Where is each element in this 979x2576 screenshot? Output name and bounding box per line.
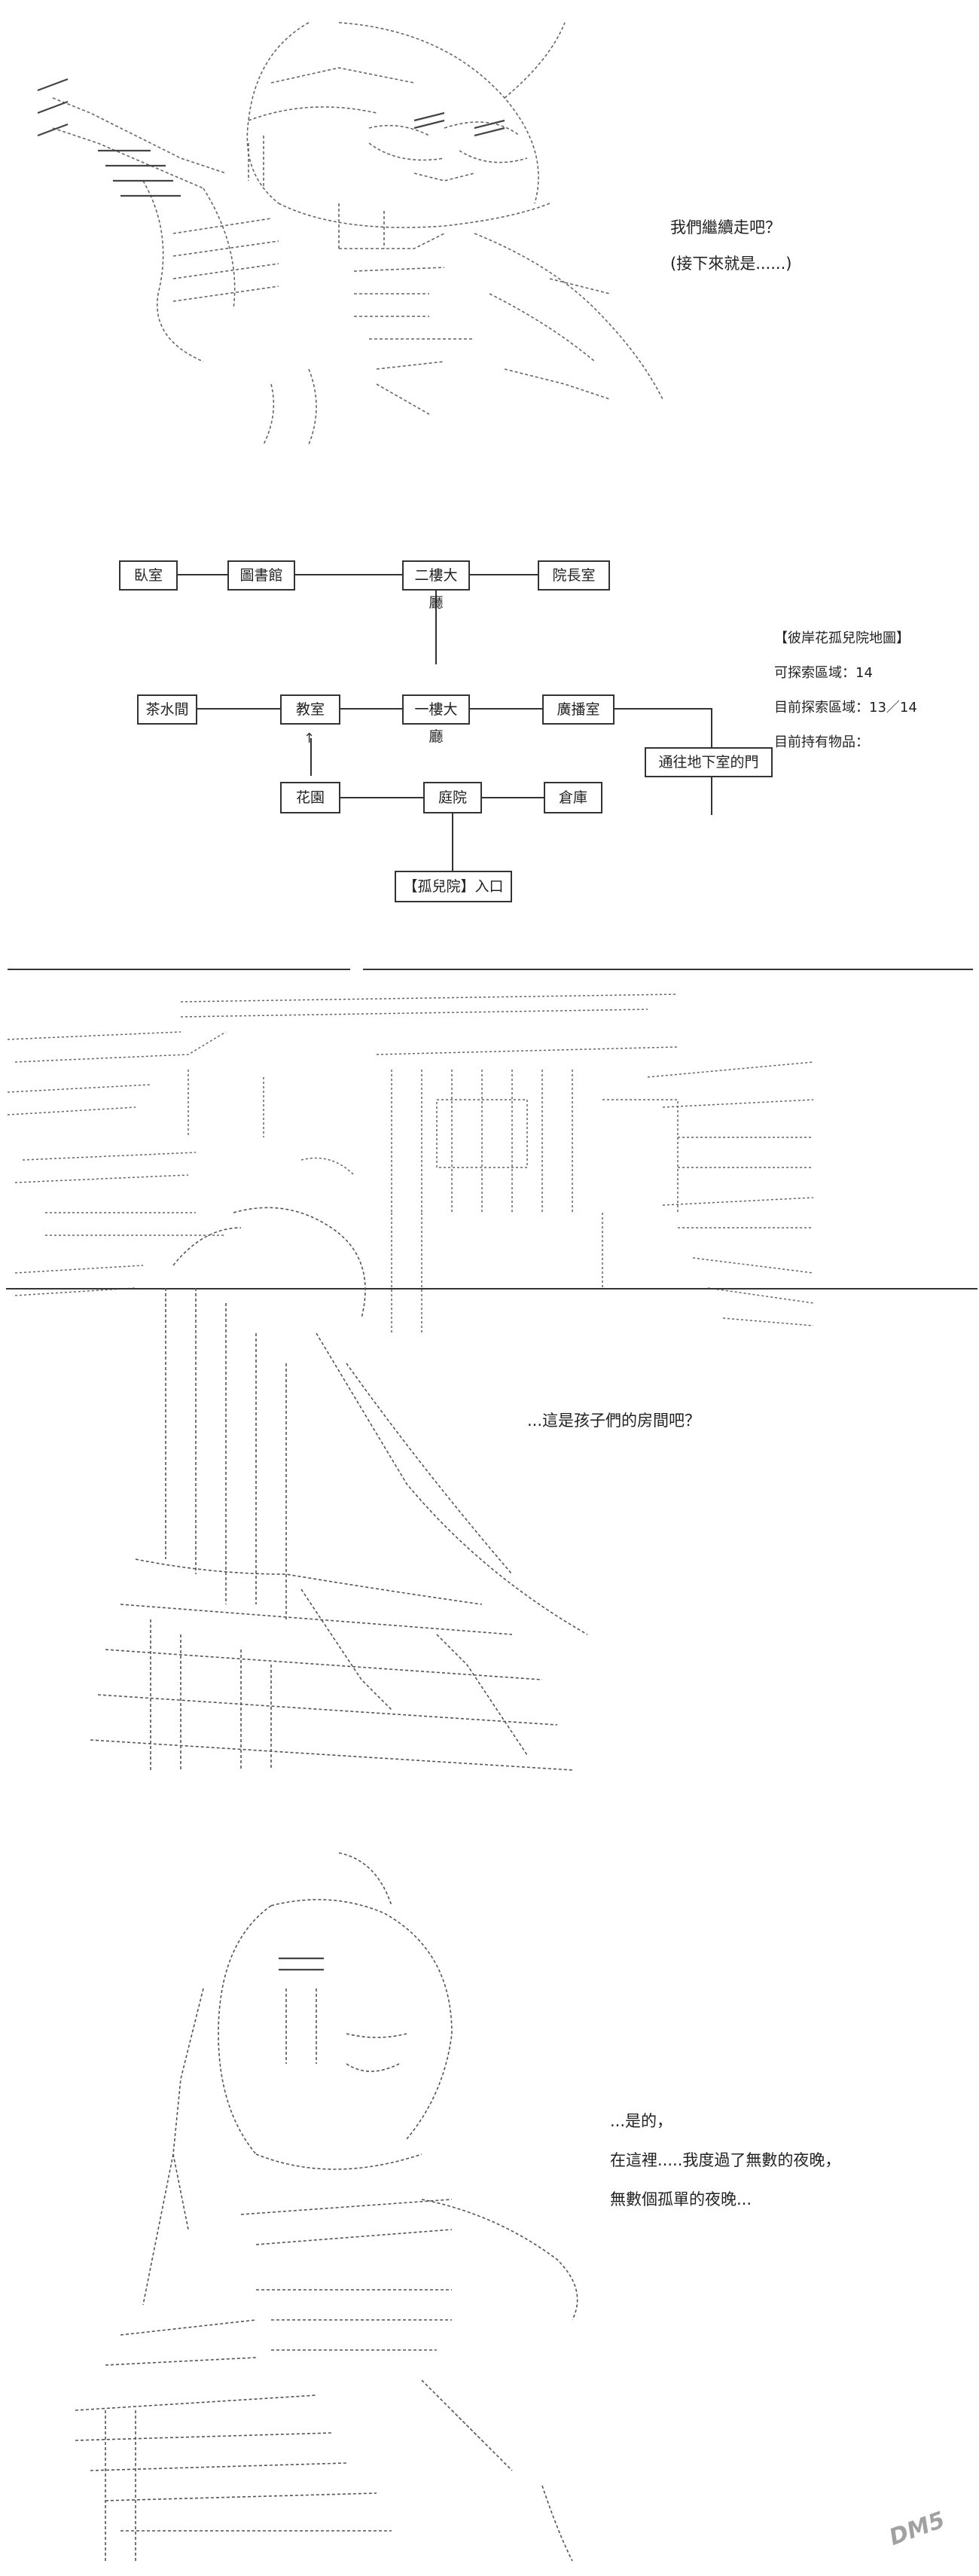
floor-line — [6, 1288, 977, 1290]
map-connector — [340, 797, 423, 798]
room-director-office: 院長室 — [538, 560, 610, 591]
panel-4: ...是的， 在這裡.....我度過了無數的夜晚， 無數個孤單的夜晚... DM… — [0, 1823, 979, 2576]
map-connector — [197, 708, 280, 710]
room-warehouse: 倉庫 — [544, 782, 602, 813]
ascii-art-character-standing — [30, 1838, 602, 2576]
room-broadcast: 廣播室 — [542, 694, 615, 725]
map-connector — [615, 708, 712, 710]
map-connector — [178, 574, 227, 575]
room-second-floor-hall: 二樓大廳 — [402, 560, 470, 611]
explored-areas: 目前探索區域：13／14 — [774, 700, 917, 716]
dialog-line-2: (接下來就是......) — [670, 255, 792, 273]
room-orphanage-entrance: 【孤兒院】入口 — [395, 871, 512, 902]
explorable-areas: 可探索區域：14 — [774, 665, 873, 681]
map-connector — [711, 777, 712, 815]
panel-3: ...這是孩子們的房間吧？ — [0, 957, 979, 1808]
ascii-art-character-back — [60, 1183, 633, 1785]
map-connector — [310, 738, 312, 776]
ascii-art-character-walking — [23, 8, 670, 459]
top-divider-left — [8, 969, 350, 970]
panel-1: 我們繼續走吧？ (接下來就是......) — [0, 0, 979, 467]
site-watermark: DM5 — [886, 2507, 949, 2551]
ascii-art-room-background — [0, 987, 828, 1393]
top-divider-right — [363, 969, 973, 970]
map-connector — [482, 797, 544, 798]
room-courtyard: 庭院 — [423, 782, 482, 813]
room-library: 圖書館 — [227, 560, 295, 591]
orphanage-map: ↑ 臥室 圖書館 二樓大廳 院長室 茶水間 教室 一樓大廳 廣播室 通往地下室的… — [0, 512, 979, 934]
room-tea-room: 茶水間 — [137, 694, 197, 725]
dialog-line-1: ...是的， — [610, 2112, 673, 2130]
dialog-line-3: 無數個孤單的夜晚... — [610, 2190, 752, 2208]
arrow-up-icon: ↑ — [303, 731, 316, 746]
room-basement-door: 通往地下室的門 — [645, 747, 773, 777]
held-items: 目前持有物品： — [774, 734, 869, 750]
map-connector — [340, 708, 402, 710]
map-connector — [435, 588, 437, 664]
map-connector — [295, 574, 402, 575]
map-connector — [711, 708, 712, 747]
dialog-line-1: 我們繼續走吧？ — [670, 218, 781, 237]
map-connector — [470, 574, 538, 575]
room-classroom: 教室 — [280, 694, 340, 725]
map-title: 【彼岸花孤兒院地圖】 — [774, 630, 910, 646]
dialog-line-2: 在這裡.....我度過了無數的夜晚， — [610, 2151, 841, 2169]
room-bedroom: 臥室 — [119, 560, 178, 591]
map-connector — [470, 708, 542, 710]
dialog-line-1: ...這是孩子們的房間吧？ — [527, 1412, 701, 1430]
map-connector — [452, 813, 453, 871]
room-first-floor-hall: 一樓大廳 — [402, 694, 470, 745]
room-garden: 花園 — [280, 782, 340, 813]
